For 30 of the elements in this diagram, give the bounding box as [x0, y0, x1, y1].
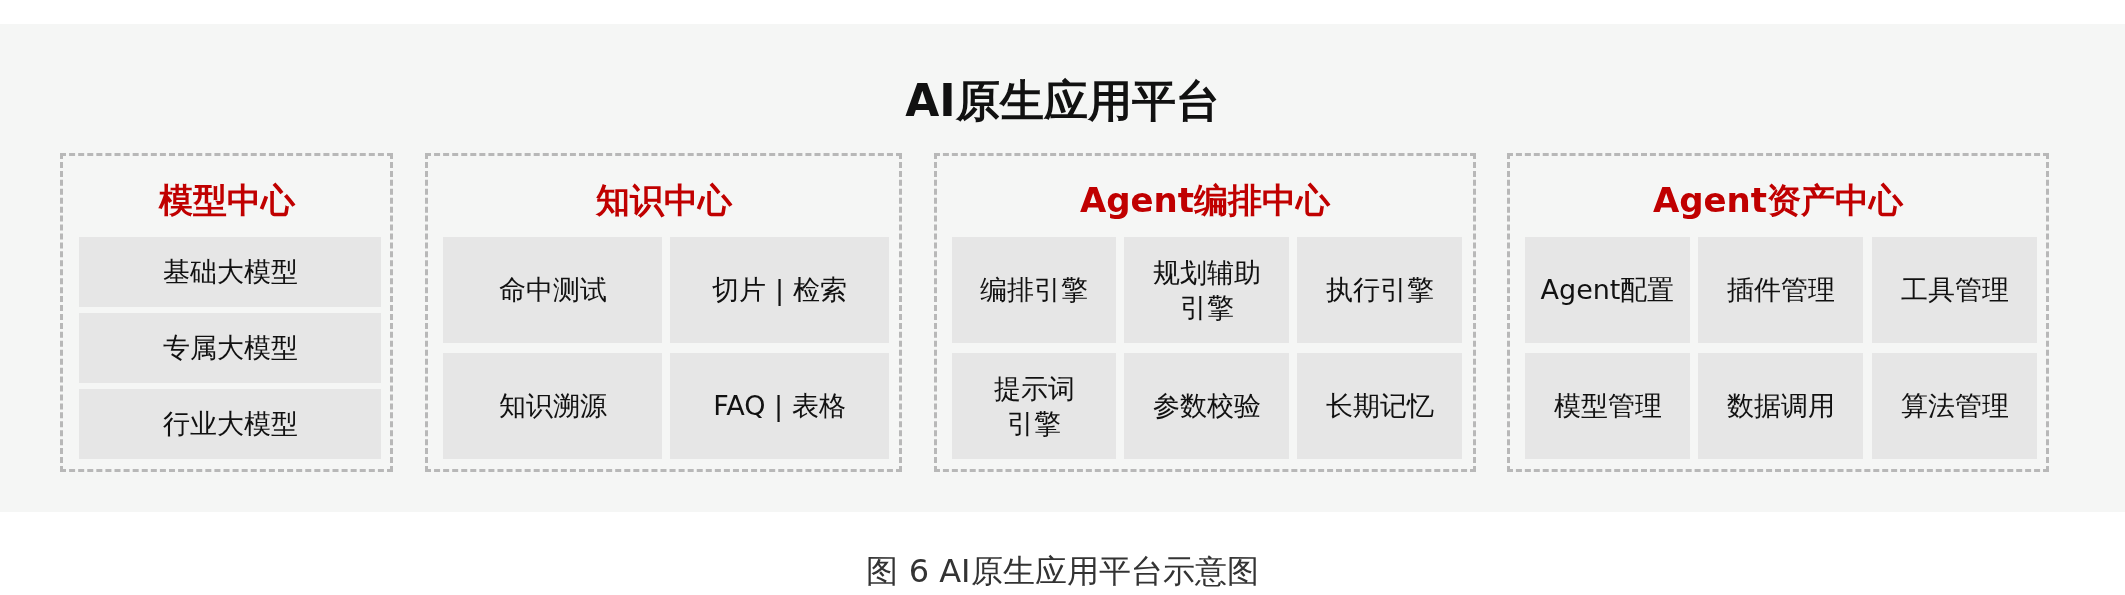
feature-cell: 规划辅助引擎: [1124, 237, 1289, 343]
feature-cell: 切片 | 检索: [670, 237, 889, 343]
platform-panel: [0, 24, 2125, 512]
feature-cell: 工具管理: [1872, 237, 2037, 343]
feature-cell: Agent配置: [1525, 237, 1690, 343]
feature-cell: 算法管理: [1872, 353, 2037, 459]
feature-cell: 数据调用: [1698, 353, 1863, 459]
group-heading: 模型中心: [157, 179, 297, 222]
feature-cell: 长期记忆: [1297, 353, 1462, 459]
group-heading: 知识中心: [594, 179, 734, 222]
feature-cell: 行业大模型: [79, 389, 381, 459]
module-group: [1507, 153, 2049, 472]
module-group: [934, 153, 1476, 472]
feature-cell: 参数校验: [1124, 353, 1289, 459]
feature-cell: 基础大模型: [79, 237, 381, 307]
feature-cell: 知识溯源: [443, 353, 662, 459]
feature-cell: 专属大模型: [79, 313, 381, 383]
feature-cell: 编排引擎: [952, 237, 1116, 343]
group-heading: Agent资产中心: [1651, 179, 1905, 222]
figure-caption: 图 6 AI原生应用平台示意图: [865, 551, 1260, 592]
module-group: [425, 153, 902, 472]
feature-cell: 插件管理: [1698, 237, 1863, 343]
feature-cell: 提示词引擎: [952, 353, 1116, 459]
module-group: [60, 153, 393, 472]
feature-cell: 命中测试: [443, 237, 662, 343]
feature-cell: 执行引擎: [1297, 237, 1462, 343]
feature-cell: 模型管理: [1525, 353, 1690, 459]
platform-title: AI原生应用平台: [904, 74, 1221, 128]
group-heading: Agent编排中心: [1078, 179, 1332, 222]
feature-cell: FAQ | 表格: [670, 353, 889, 459]
